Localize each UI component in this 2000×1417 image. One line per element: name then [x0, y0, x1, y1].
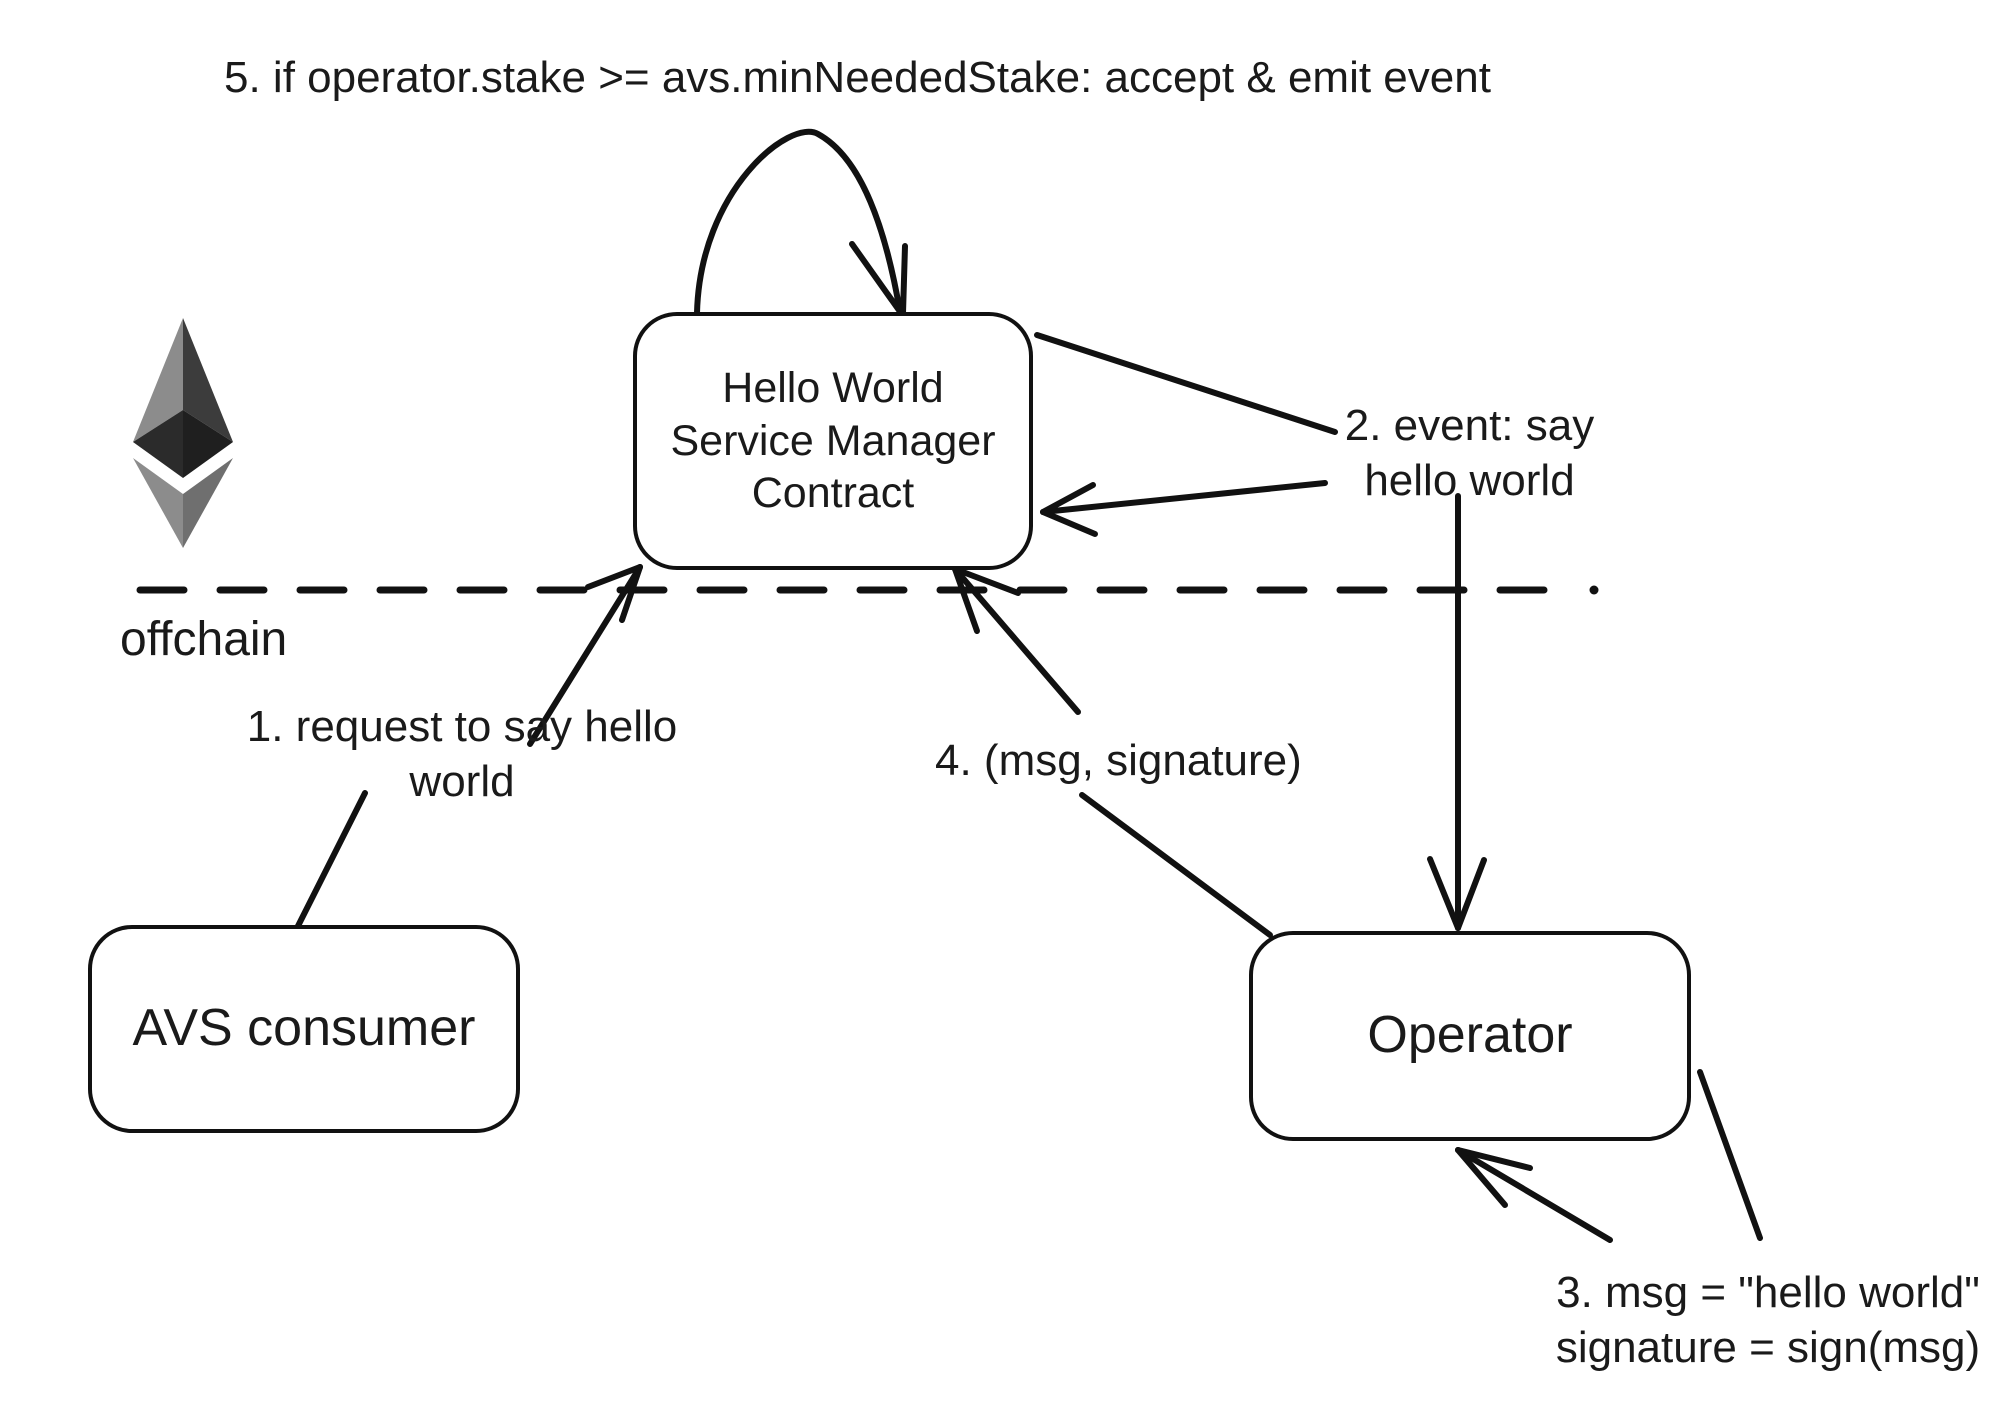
caption-step-1: 1. request to say hello world: [246, 702, 678, 807]
arrow-self-loop-operator: [1455, 1069, 1763, 1243]
arrow-event-out-from-contract: [1034, 332, 1338, 435]
node-service-manager-contract[interactable]: Hello World Service Manager Contract: [633, 312, 1033, 570]
arrow-request-to-contract: [294, 564, 643, 931]
offchain-label: offchain: [120, 613, 288, 666]
caption-step-3: 3. msg = "hello world" signature = sign(…: [1555, 1268, 1981, 1373]
node-avs-consumer[interactable]: AVS consumer: [88, 925, 520, 1133]
arrow-msg-signature-to-contract: [952, 566, 1273, 938]
offchain-boundary-line: [136, 585, 1599, 595]
node-service-manager-label: Hello World Service Manager Contract: [670, 364, 996, 518]
node-avs-consumer-label: AVS consumer: [132, 999, 476, 1058]
node-operator-label: Operator: [1367, 1006, 1573, 1065]
arrow-event-to-operator: [1427, 493, 1487, 931]
arrow-self-loop-service-manager: [694, 128, 908, 316]
caption-step-2: 2. event: say hello world: [1344, 401, 1595, 506]
arrow-event-into-contract: [1040, 480, 1328, 537]
ethereum-icon: [133, 318, 233, 548]
node-operator[interactable]: Operator: [1249, 931, 1691, 1141]
caption-step-5: 5. if operator.stake >= avs.minNeededSta…: [224, 53, 1491, 102]
caption-step-4: 4. (msg, signature): [935, 736, 1302, 785]
